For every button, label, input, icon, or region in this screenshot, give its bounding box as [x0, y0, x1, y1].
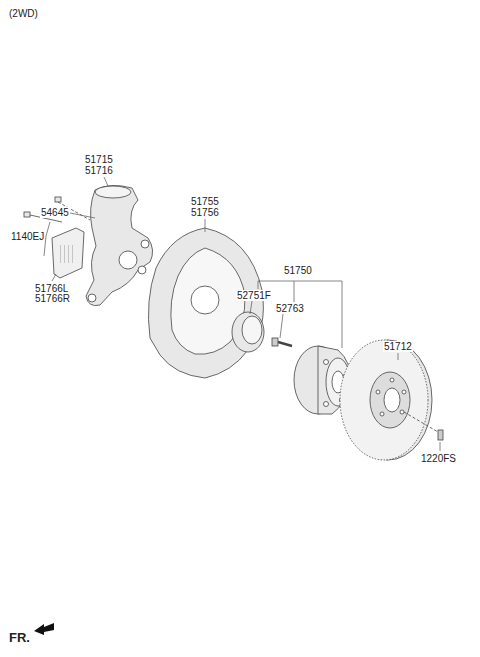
part-number: 51712 — [383, 341, 413, 352]
part-number: 54645 — [40, 207, 70, 218]
screw — [404, 412, 443, 440]
steering-knuckle — [86, 185, 153, 305]
bolt — [24, 197, 90, 222]
part-number: 51716 — [84, 165, 114, 176]
brake-disc — [340, 340, 432, 460]
part-number: 1220FS — [420, 453, 457, 464]
part-number: 51755 — [190, 196, 220, 207]
variant-note: (2WD) — [8, 8, 39, 19]
part-number: 52763 — [275, 303, 305, 314]
front-arrow — [34, 623, 54, 635]
part-number: 51750 — [283, 265, 313, 276]
leader-lines — [44, 177, 440, 451]
part-number: 51766R — [34, 293, 71, 304]
hub-cap — [232, 312, 264, 352]
bracket — [52, 228, 84, 278]
part-number: 1140EJ — [10, 231, 45, 242]
hub-bolt — [272, 338, 292, 346]
front-direction-label: FR. — [8, 631, 31, 645]
part-number: 51715 — [84, 154, 114, 165]
dust-shield — [148, 228, 263, 378]
part-number: 52751F — [236, 290, 272, 301]
part-number: 51756 — [190, 207, 220, 218]
